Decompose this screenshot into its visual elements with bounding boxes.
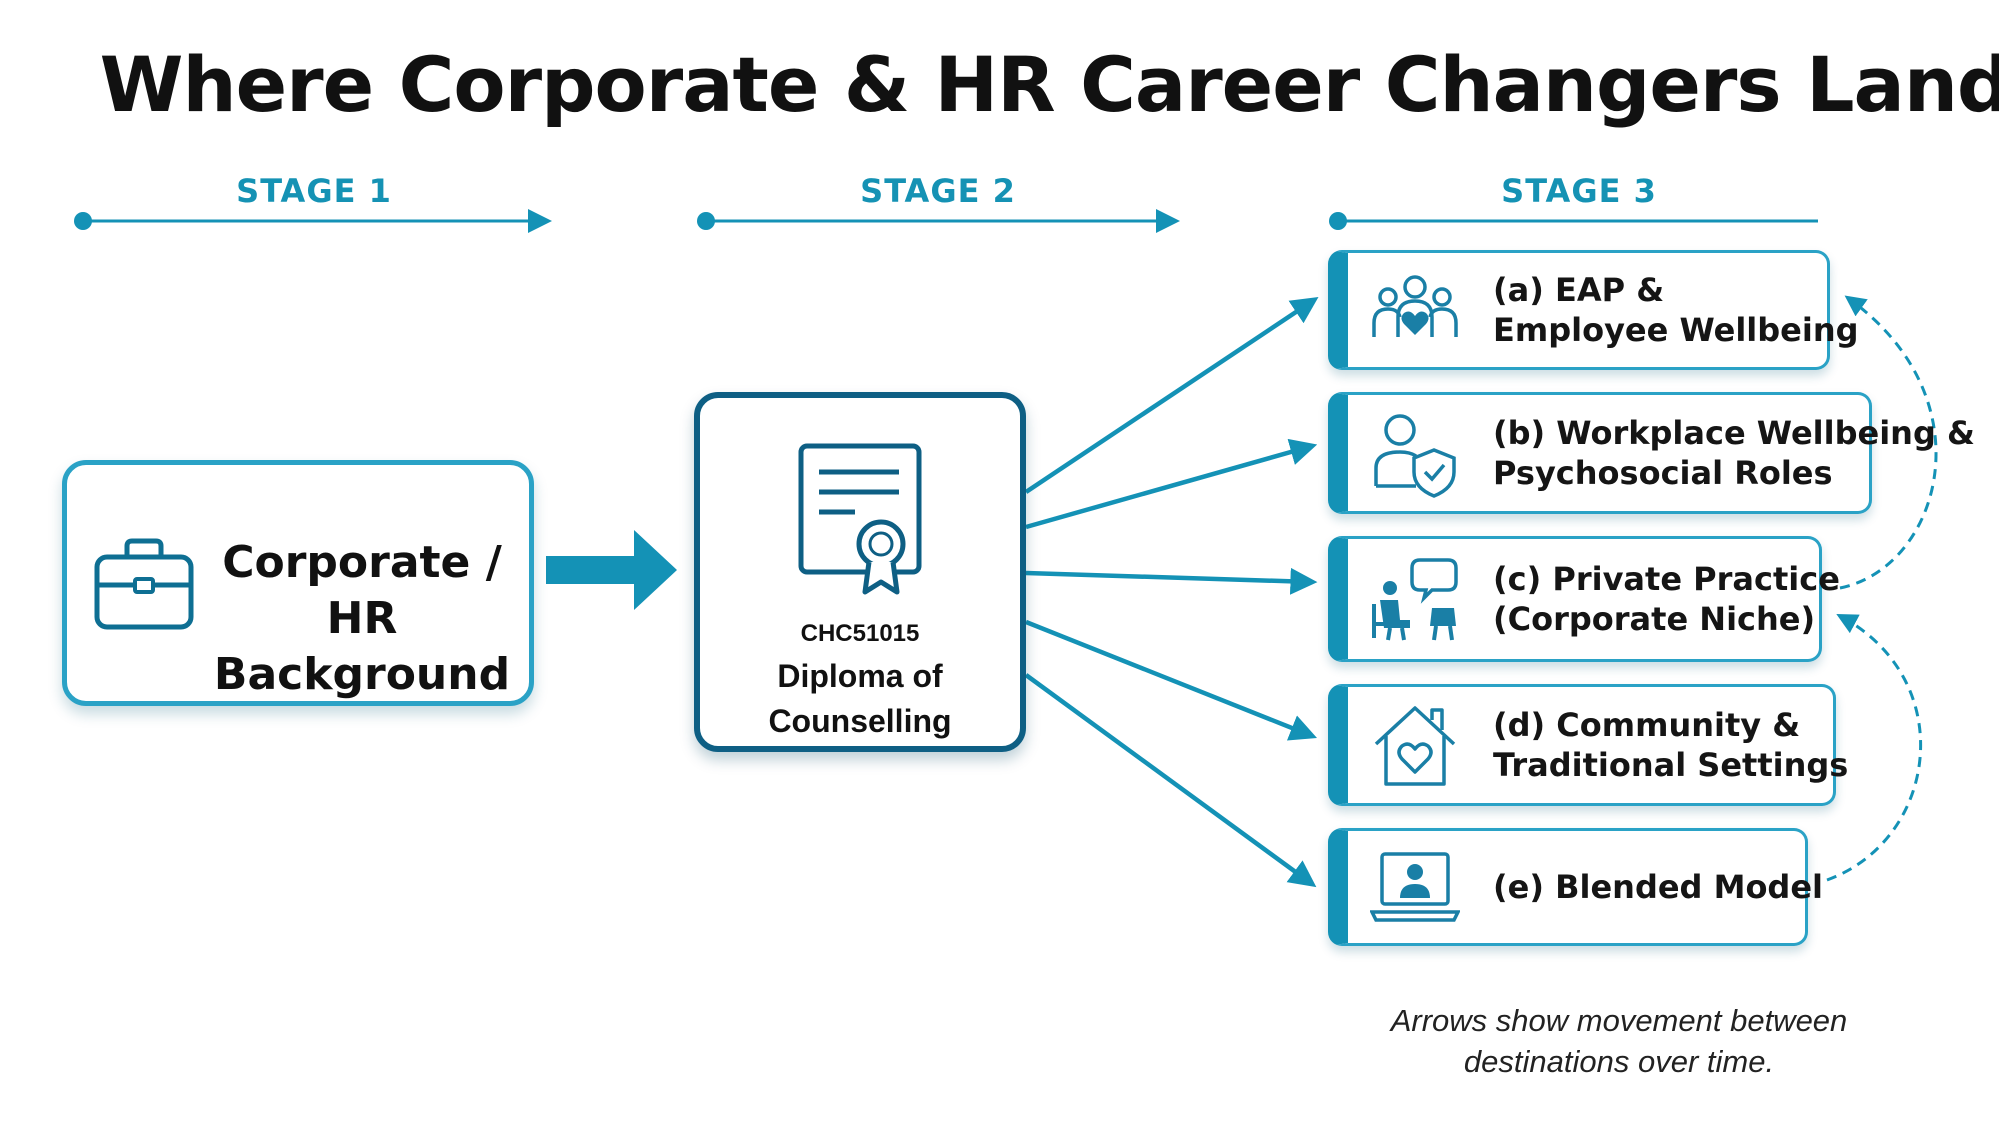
destination-b-line-1: (b) Workplace Wellbeing &	[1493, 414, 1975, 452]
destination-b-line-2: Psychosocial Roles	[1493, 454, 1833, 492]
destination-d: (d) Community & Traditional Settings	[1328, 684, 1848, 806]
start-line-1: Corporate /	[222, 537, 502, 588]
stage-1-timeline	[74, 209, 552, 233]
footnote-line-2: destinations over time.	[1463, 1044, 1775, 1079]
destination-d-label: (d) Community & Traditional Settings	[1493, 705, 1848, 785]
start-label: Corporate / HR Background	[207, 535, 517, 703]
movement-arrow-e-to-c	[1826, 614, 1923, 882]
laptop-person-icon	[1370, 852, 1460, 922]
destination-b: (b) Workplace Wellbeing & Psychosocial R…	[1328, 392, 1975, 514]
stage-3-label: STAGE 3	[1501, 172, 1657, 210]
destination-c-label: (c) Private Practice (Corporate Niche)	[1493, 559, 1840, 639]
people-heart-icon	[1372, 275, 1458, 337]
page-title: Where Corporate & HR Career Changers Lan…	[99, 40, 1999, 129]
destination-d-line-2: Traditional Settings	[1493, 746, 1849, 784]
arrow-to-b	[1025, 438, 1318, 530]
briefcase-icon	[94, 538, 194, 630]
footnote: Arrows show movement between destination…	[1319, 1000, 1919, 1082]
destination-b-label: (b) Workplace Wellbeing & Psychosocial R…	[1493, 413, 1975, 493]
diploma-line-1: Diploma of	[777, 658, 943, 694]
stage-3-timeline	[1329, 212, 1818, 230]
arrow-to-d	[1025, 619, 1318, 741]
diploma-line-2: Counselling	[768, 703, 952, 739]
destination-c-line-2: (Corporate Niche)	[1493, 600, 1816, 638]
house-heart-icon	[1374, 706, 1456, 786]
stage-2-label: STAGE 2	[860, 172, 1016, 210]
destination-d-line-1: (d) Community &	[1493, 706, 1801, 744]
footnote-line-1: Arrows show movement between	[1390, 1003, 1848, 1038]
destination-e-label: (e) Blended Model	[1493, 867, 1823, 907]
arrow-to-e	[1024, 673, 1317, 888]
destination-e-line-1: (e) Blended Model	[1493, 868, 1823, 906]
diploma-name: Diploma of Counselling	[700, 654, 1020, 744]
arrow-to-a	[1024, 297, 1319, 494]
diploma-code: CHC51015	[800, 620, 920, 647]
start-line-2: HR Background	[213, 593, 511, 700]
stage-2-timeline	[697, 209, 1180, 233]
destination-c: (c) Private Practice (Corporate Niche)	[1328, 536, 1840, 662]
start-box: Corporate / HR Background	[62, 460, 534, 706]
destination-e: (e) Blended Model	[1328, 828, 1823, 946]
destination-a-line-2: Employee Wellbeing	[1493, 311, 1859, 349]
counselling-session-icon	[1372, 558, 1458, 641]
diploma-box: CHC51015 Diploma of Counselling	[694, 392, 1026, 752]
destination-c-line-1: (c) Private Practice	[1493, 560, 1840, 598]
movement-arrow-c-to-a	[1839, 295, 1938, 590]
certificate-icon	[798, 443, 922, 595]
destination-a-line-1: (a) EAP &	[1493, 271, 1665, 309]
destination-a: (a) EAP & Employee Wellbeing	[1328, 250, 1859, 370]
start-to-hub-arrow	[546, 530, 677, 610]
person-shield-icon	[1374, 414, 1456, 498]
arrow-to-c	[1025, 567, 1318, 595]
stage-1-label: STAGE 1	[236, 172, 392, 210]
destination-a-label: (a) EAP & Employee Wellbeing	[1493, 270, 1859, 350]
